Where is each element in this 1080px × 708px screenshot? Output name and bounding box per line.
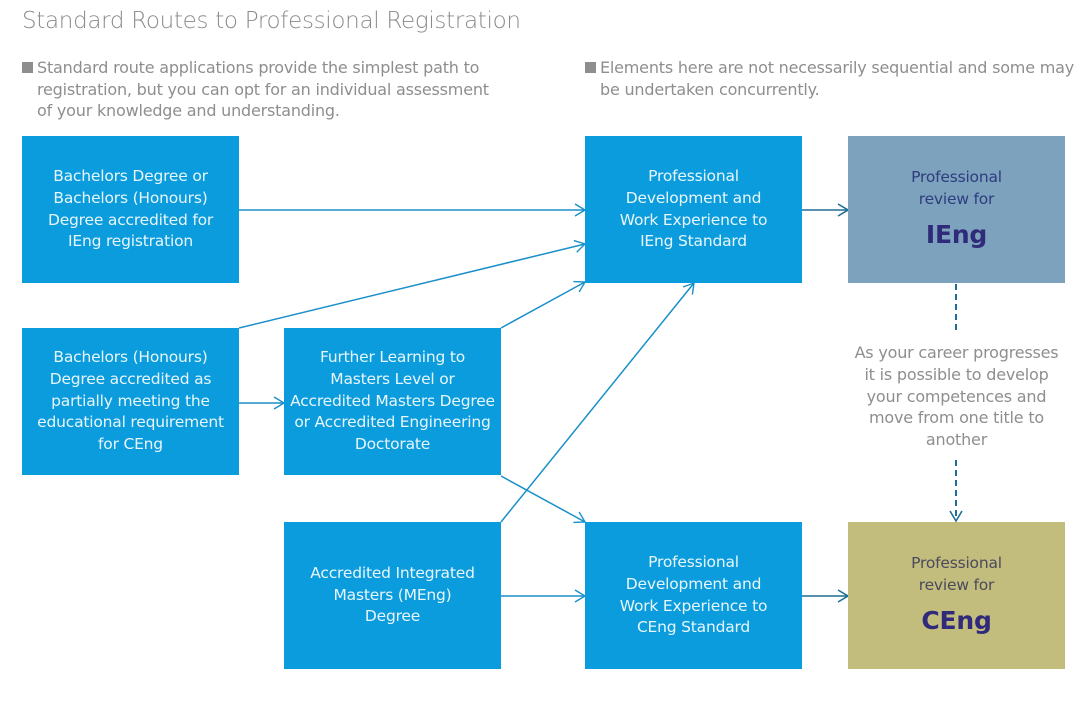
box-integrated-masters: Accredited Integrated Masters (MEng) Deg…: [284, 522, 501, 669]
arrow-further-learning-to-pd-ieng: [500, 282, 585, 329]
box-label: Accredited Integrated Masters (MEng) Deg…: [310, 563, 475, 626]
review-label: Professional review for: [911, 553, 1002, 594]
box-review-ceng: Professional review for CEng: [848, 522, 1065, 669]
review-label: Professional review for: [911, 167, 1002, 208]
box-pd-ieng: Professional Development and Work Experi…: [585, 136, 802, 283]
arrow-further-learning-to-pd-ceng: [500, 475, 585, 522]
box-label: Professional Development and Work Experi…: [619, 166, 768, 251]
career-progression-note: As your career progresses it is possible…: [854, 343, 1059, 450]
box-pd-ceng: Professional Development and Work Experi…: [585, 522, 802, 669]
box-label: Further Learning to Masters Level or Acc…: [290, 348, 495, 454]
note-text: Elements here are not necessarily sequen…: [600, 58, 1074, 99]
arrow-bachelors-partial-to-pd-ieng: [238, 244, 585, 329]
box-bachelors-ieng: Bachelors Degree or Bachelors (Honours) …: [22, 136, 239, 283]
square-bullet-icon: [22, 62, 33, 73]
review-title: IEng: [925, 220, 988, 250]
square-bullet-icon: [585, 62, 596, 73]
review-title: CEng: [921, 606, 992, 636]
box-label: Professional Development and Work Experi…: [619, 552, 768, 637]
box-bachelors-partial-ceng: Bachelors (Honours) Degree accredited as…: [22, 328, 239, 475]
note-text: Standard route applications provide the …: [37, 58, 489, 120]
arrow-integrated-masters-to-pd-ieng: [500, 283, 694, 523]
box-further-learning: Further Learning to Masters Level or Acc…: [284, 328, 501, 475]
box-label: Bachelors Degree or Bachelors (Honours) …: [47, 166, 214, 251]
note-standard-route: Standard route applications provide the …: [22, 57, 502, 122]
note-sequential: Elements here are not necessarily sequen…: [585, 57, 1075, 100]
box-label: Bachelors (Honours) Degree accredited as…: [37, 348, 224, 454]
box-review-ieng: Professional review for IEng: [848, 136, 1065, 283]
page-title: Standard Routes to Professional Registra…: [22, 8, 521, 34]
